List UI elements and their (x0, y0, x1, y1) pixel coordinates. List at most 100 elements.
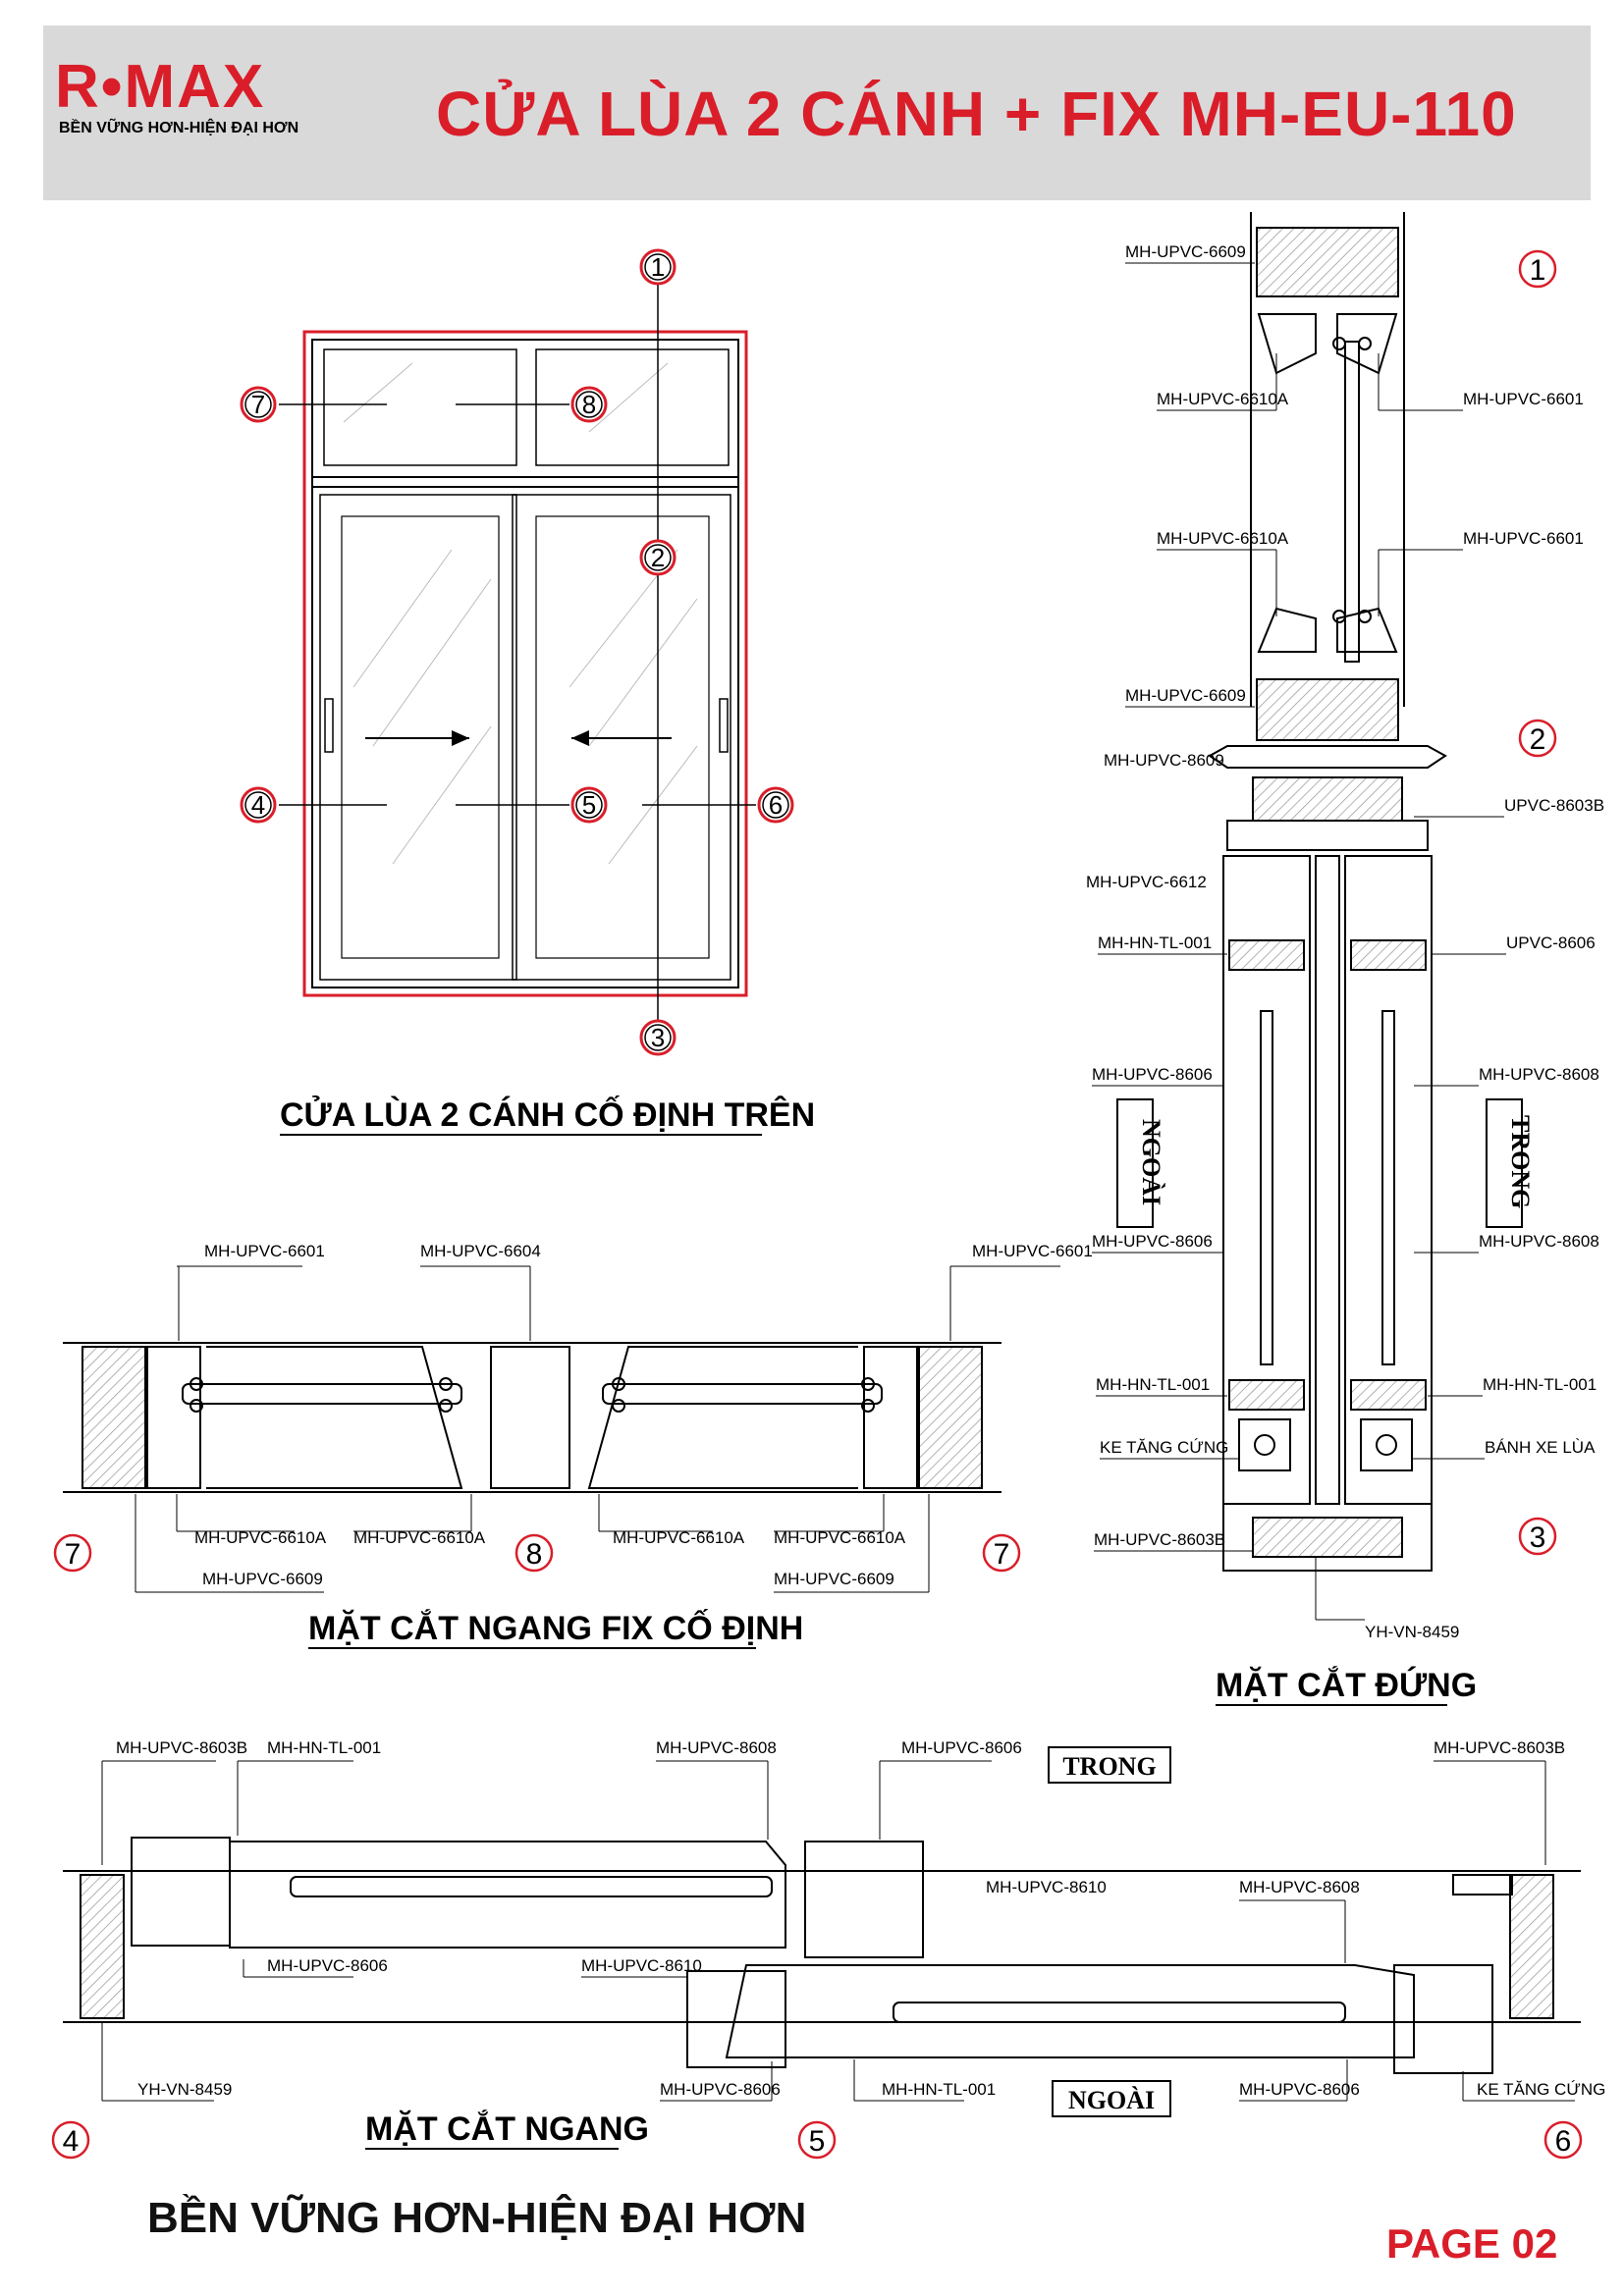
svg-text:4: 4 (63, 2125, 80, 2158)
vertical-section-drawing (1208, 212, 1447, 1572)
svg-text:MH-UPVC-6612: MH-UPVC-6612 (1086, 873, 1207, 891)
horiz-side-in: TRONG (1048, 1746, 1171, 1784)
svg-text:MH-HN-TL-001: MH-HN-TL-001 (267, 1738, 381, 1757)
svg-text:MH-UPVC-6610A: MH-UPVC-6610A (774, 1528, 906, 1547)
marker-2: 2 (639, 539, 677, 576)
vertical-labels-right: MH-UPVC-6601 MH-UPVC-6601 UPVC-8603B UPV… (1365, 390, 1604, 1641)
svg-text:5: 5 (582, 790, 596, 820)
vertical-caption: MẶT CẮT ĐỨNG (1216, 1667, 1477, 1704)
svg-text:MH-UPVC-6610A: MH-UPVC-6610A (194, 1528, 327, 1547)
fix-labels: MH-UPVC-6601 MH-UPVC-6604 MH-UPVC-6601 M… (194, 1242, 1093, 1588)
svg-text:MH-UPVC-6609: MH-UPVC-6609 (1125, 242, 1246, 261)
svg-text:4: 4 (251, 790, 265, 820)
marker-7: 7 (240, 386, 277, 423)
svg-text:MH-UPVC-8608: MH-UPVC-8608 (1479, 1065, 1599, 1084)
elevation-caption: CỬA LÙA 2 CÁNH CỐ ĐỊNH TRÊN (280, 1095, 815, 1134)
svg-text:YH-VN-8459: YH-VN-8459 (137, 2080, 232, 2099)
svg-text:TRONG: TRONG (1506, 1115, 1535, 1208)
horizontal-caption: MẶT CẮT NGANG (365, 2110, 649, 2148)
svg-text:MH-UPVC-8603B: MH-UPVC-8603B (1094, 1530, 1225, 1549)
svg-text:1: 1 (1530, 254, 1546, 287)
svg-text:MH-UPVC-8608: MH-UPVC-8608 (656, 1738, 777, 1757)
svg-text:6: 6 (769, 790, 783, 820)
fix-caption: MẶT CẮT NGANG FIX CỐ ĐỊNH (308, 1609, 803, 1647)
horizontal-section-drawing (63, 1837, 1581, 2074)
svg-text:3: 3 (651, 1023, 665, 1052)
horizontal-labels: MH-UPVC-8603B MH-HN-TL-001 MH-UPVC-8608 … (116, 1738, 1605, 2099)
svg-text:5: 5 (809, 2125, 826, 2158)
svg-text:MH-UPVC-8606: MH-UPVC-8606 (267, 1956, 388, 1975)
svg-text:3: 3 (1530, 1522, 1546, 1554)
svg-text:MH-UPVC-8606: MH-UPVC-8606 (1239, 2080, 1360, 2099)
svg-text:MH-UPVC-8608: MH-UPVC-8608 (1479, 1232, 1599, 1251)
svg-text:MH-UPVC-6610A: MH-UPVC-6610A (353, 1528, 486, 1547)
svg-text:2: 2 (651, 543, 665, 572)
svg-text:UPVC-8606: UPVC-8606 (1506, 934, 1596, 952)
svg-text:YH-VN-8459: YH-VN-8459 (1365, 1623, 1459, 1641)
svg-text:7: 7 (251, 390, 265, 419)
marker-1: 1 (639, 248, 677, 286)
svg-text:MH-UPVC-8606: MH-UPVC-8606 (660, 2080, 781, 2099)
fix-leaders (135, 1265, 1060, 1593)
svg-text:NGOÀI: NGOÀI (1068, 2086, 1155, 2114)
page-number: PAGE 02 (1386, 2220, 1558, 2267)
svg-text:MH-UPVC-8606: MH-UPVC-8606 (1092, 1232, 1213, 1251)
brand-tagline: BỀN VỮNG HƠN-HIỆN ĐẠI HƠN (59, 120, 299, 136)
svg-text:2: 2 (1530, 723, 1546, 756)
svg-text:UPVC-8603B: UPVC-8603B (1504, 796, 1604, 815)
svg-text:1: 1 (651, 252, 665, 282)
elevation-drawing (279, 283, 756, 1021)
svg-text:MH-UPVC-8610: MH-UPVC-8610 (986, 1878, 1107, 1896)
svg-text:MH-HN-TL-001: MH-HN-TL-001 (882, 2080, 996, 2099)
horizontal-leaders (101, 1760, 1575, 2102)
svg-text:8: 8 (526, 1538, 543, 1571)
svg-text:MH-UPVC-6601: MH-UPVC-6601 (972, 1242, 1093, 1260)
svg-text:KE TĂNG CỨNG: KE TĂNG CỨNG (1477, 2080, 1605, 2099)
svg-text:KE TĂNG CỨNG: KE TĂNG CỨNG (1100, 1438, 1228, 1457)
svg-text:MH-UPVC-8606: MH-UPVC-8606 (901, 1738, 1022, 1757)
header-band (43, 26, 1591, 200)
svg-text:7: 7 (65, 1538, 81, 1571)
svg-text:MH-UPVC-8610: MH-UPVC-8610 (581, 1956, 702, 1975)
elevation-markers: 1 2 3 4 5 6 7 8 (240, 248, 794, 1056)
svg-text:MH-UPVC-6610A: MH-UPVC-6610A (613, 1528, 745, 1547)
horiz-side-out: NGOÀI (1052, 2080, 1171, 2117)
svg-text:TRONG: TRONG (1062, 1752, 1156, 1781)
svg-text:MH-HN-TL-001: MH-HN-TL-001 (1098, 934, 1212, 952)
svg-text:MH-UPVC-6609: MH-UPVC-6609 (202, 1570, 323, 1588)
svg-text:MH-UPVC-8606: MH-UPVC-8606 (1092, 1065, 1213, 1084)
svg-text:6: 6 (1555, 2125, 1572, 2158)
svg-text:MH-UPVC-6610A: MH-UPVC-6610A (1157, 529, 1289, 548)
marker-4: 4 (240, 786, 277, 824)
svg-text:MH-UPVC-8603B: MH-UPVC-8603B (1434, 1738, 1565, 1757)
marker-6: 6 (757, 786, 794, 824)
svg-text:MH-UPVC-8609: MH-UPVC-8609 (1104, 751, 1224, 770)
marker-3: 3 (639, 1019, 677, 1056)
brand-logo: R•MAX (55, 53, 266, 121)
svg-text:MH-UPVC-6604: MH-UPVC-6604 (420, 1242, 541, 1260)
svg-text:7: 7 (994, 1538, 1010, 1571)
svg-text:MH-UPVC-6610A: MH-UPVC-6610A (1157, 390, 1289, 408)
svg-text:MH-UPVC-6609: MH-UPVC-6609 (774, 1570, 894, 1588)
svg-text:MH-UPVC-8608: MH-UPVC-8608 (1239, 1878, 1360, 1896)
svg-text:MH-UPVC-6609: MH-UPVC-6609 (1125, 686, 1246, 705)
fix-section-drawing (63, 1342, 1001, 1493)
svg-text:MH-UPVC-6601: MH-UPVC-6601 (1463, 390, 1584, 408)
vertical-markers: 1 2 3 (1518, 249, 1557, 1556)
svg-text:MH-HN-TL-001: MH-HN-TL-001 (1483, 1375, 1597, 1394)
page-title: CỬA LÙA 2 CÁNH + FIX MH-EU-110 (436, 79, 1517, 149)
svg-text:NGOÀI: NGOÀI (1137, 1119, 1165, 1205)
svg-text:8: 8 (582, 390, 596, 419)
marker-8: 8 (570, 386, 608, 423)
vertical-labels-left: MH-UPVC-6609 MH-UPVC-6610A MH-UPVC-6610A… (1086, 242, 1289, 1549)
side-label-out: NGOÀI (1116, 1098, 1165, 1228)
svg-text:MH-UPVC-6601: MH-UPVC-6601 (1463, 529, 1584, 548)
marker-5: 5 (570, 786, 608, 824)
svg-text:MH-UPVC-6601: MH-UPVC-6601 (204, 1242, 325, 1260)
svg-text:MH-UPVC-8603B: MH-UPVC-8603B (116, 1738, 247, 1757)
side-label-in: TRONG (1486, 1098, 1535, 1228)
footer-tagline: BỀN VỮNG HƠN-HIỆN ĐẠI HƠN (147, 2194, 807, 2242)
horizontal-markers: 4 5 6 (51, 2120, 1583, 2160)
svg-text:BÁNH XE LÙA: BÁNH XE LÙA (1485, 1438, 1596, 1457)
